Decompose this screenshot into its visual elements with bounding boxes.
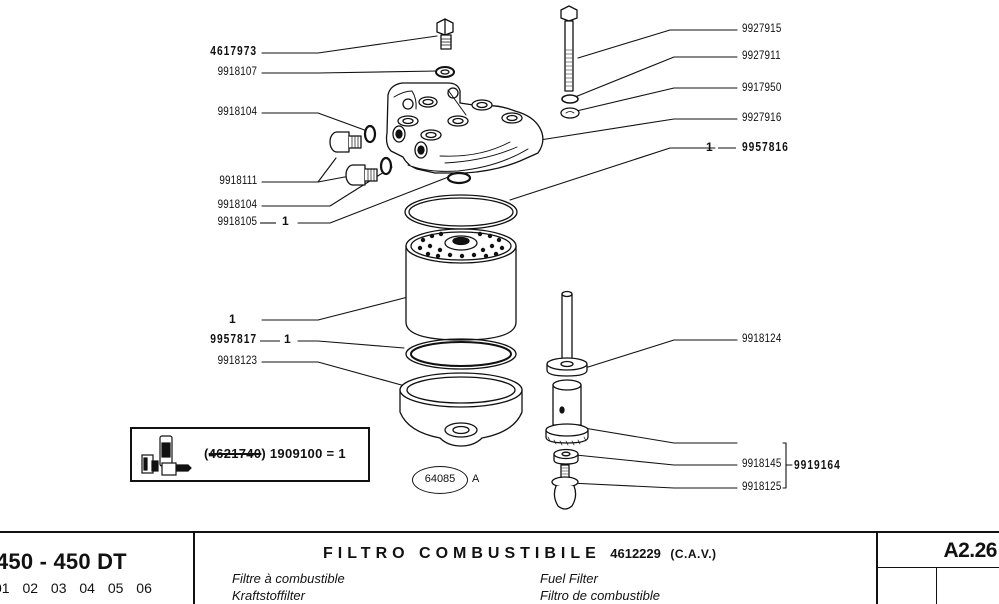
part-number-9957816[interactable]: 9957816 [742, 140, 789, 154]
section-title-code[interactable]: 4612229 [610, 546, 661, 561]
quantity-9918105: 1 [282, 214, 289, 228]
kit-parts-icon [141, 435, 192, 476]
part-number-9918104-lower[interactable]: 9918104 [217, 197, 257, 211]
model-cell: 450 - 450 DT 01 02 03 04 05 06 [0, 533, 195, 604]
model-versions: 01 02 03 04 05 06 [0, 580, 152, 596]
long-bolt-part [560, 5, 580, 119]
title-french: Filtre à combustible [232, 571, 345, 586]
title-german: Kraftstoffilter [232, 588, 305, 603]
part-number-9927911[interactable]: 9927911 [742, 48, 781, 62]
washer-part [435, 66, 455, 78]
drain-plug-part [329, 124, 393, 186]
divider [936, 567, 937, 604]
part-number-9918124[interactable]: 9918124 [742, 331, 782, 345]
part-number-9927916[interactable]: 9927916 [742, 110, 782, 124]
section-title-text: FILTRO COMBUSTIBILE [323, 545, 601, 562]
part-number-9918125[interactable]: 9918125 [742, 479, 782, 493]
page-cell: A2.26 [878, 533, 999, 604]
divider [878, 567, 999, 568]
leader-lines [261, 29, 793, 489]
title-english: Fuel Filter [540, 571, 598, 586]
bowl-seal-part [405, 338, 517, 370]
quantity-9957817: 1 [284, 332, 291, 346]
figure-reference-suffix: A [472, 473, 480, 485]
title-cell: FILTRO COMBUSTIBILE 4612229 (C.A.V.) Fil… [195, 533, 878, 604]
quantity-9957817-header: 1 [229, 312, 236, 326]
leader-dash [718, 147, 736, 149]
filter-bowl-part [399, 372, 523, 447]
filter-head-part [385, 82, 544, 174]
part-number-9918111[interactable]: 9918111 [218, 173, 257, 187]
part-number-9957817[interactable]: 9957817 [210, 332, 257, 346]
drain-tap-part [545, 290, 589, 510]
section-title: FILTRO COMBUSTIBILE 4612229 (C.A.V.) [323, 545, 717, 563]
quantity-9957816: 1 [706, 140, 713, 154]
part-number-9927915[interactable]: 9927915 [742, 21, 782, 35]
filter-element-part [405, 228, 517, 341]
large-seal-part [404, 194, 518, 230]
leader-dash [260, 222, 276, 224]
repair-kit-box: (4621740) 1909100 = 1 [130, 427, 370, 482]
hex-screw-part [436, 18, 454, 50]
exploded-view-drawing [261, 5, 793, 510]
part-number-9918104-upper[interactable]: 9918104 [217, 104, 257, 118]
title-spanish: Filtro de combustible [540, 588, 660, 603]
part-number-9918105[interactable]: 9918105 [217, 214, 257, 228]
page-number: A2.26 [943, 539, 997, 562]
kit-superseded-code[interactable]: 4621740 [208, 446, 262, 461]
part-number-4617973[interactable]: 4617973 [210, 44, 257, 58]
title-block: 450 - 450 DT 01 02 03 04 05 06 FILTRO CO… [0, 531, 999, 604]
section-title-supplier: (C.A.V.) [670, 547, 717, 561]
o-ring-part [446, 171, 472, 185]
figure-reference-number: 64085 [412, 466, 468, 494]
part-number-9919164-assembly[interactable]: 9919164 [794, 458, 841, 472]
part-number-9918145[interactable]: 9918145 [742, 456, 782, 470]
leader-dash [260, 340, 280, 342]
part-number-9918107[interactable]: 9918107 [217, 64, 257, 78]
part-number-9917950[interactable]: 9917950 [742, 80, 782, 94]
part-number-9918123[interactable]: 9918123 [217, 353, 257, 367]
kit-reference-text: (4621740) 1909100 = 1 [204, 446, 346, 461]
model-name: 450 - 450 DT [0, 549, 127, 574]
kit-code-quantity[interactable]: ) 1909100 = 1 [261, 446, 346, 461]
kit-open-paren: ( [204, 446, 209, 461]
